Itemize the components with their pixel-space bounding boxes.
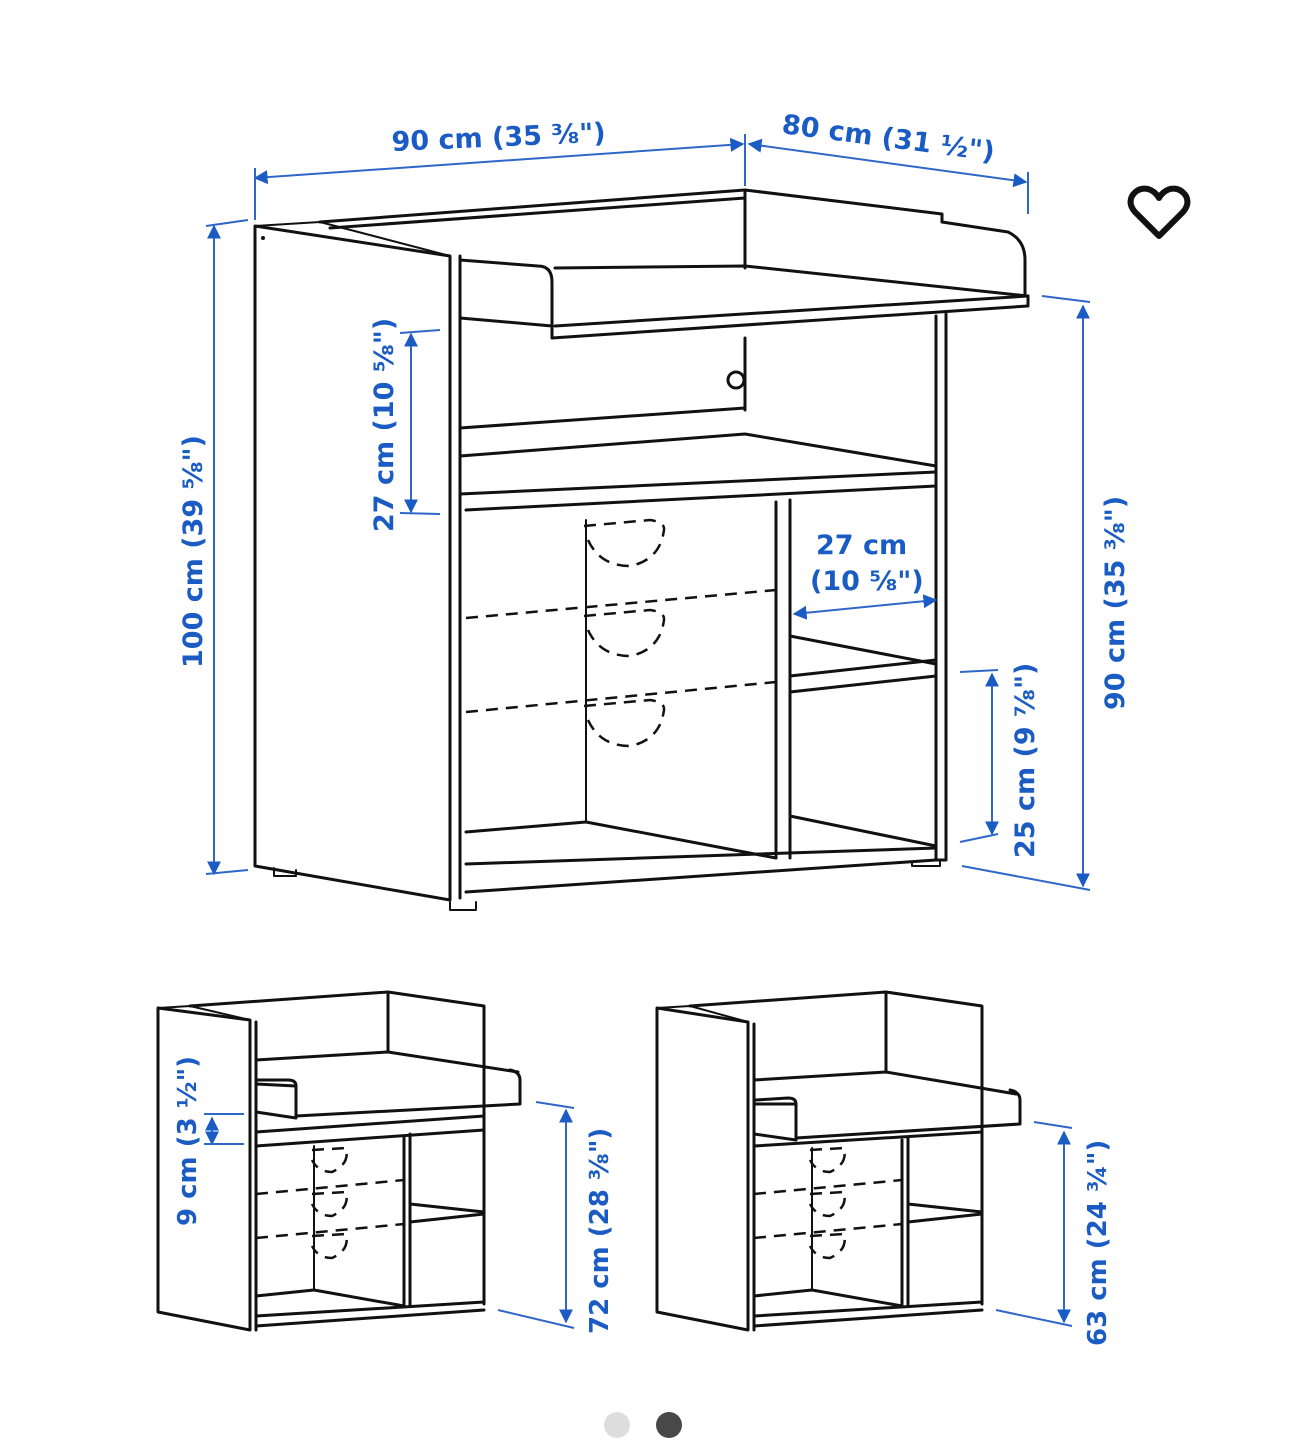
- heart-outline-icon: [1127, 185, 1191, 239]
- top-shelf-gap-label: 27 cm (10 ⅝"): [369, 318, 400, 532]
- variant-right-drawing: [655, 990, 1022, 1332]
- variant-left-dimensions: 9 cm (3 ½") 72 cm (28 ⅜"): [173, 1056, 615, 1334]
- total-height-label: 100 cm (39 ⅝"): [178, 435, 209, 668]
- changing-table-height-label: 90 cm (35 ⅜"): [1100, 496, 1131, 710]
- compartment-width-label: 27 cm: [816, 530, 907, 561]
- variant-left-drawing: [156, 990, 522, 1332]
- favorite-button[interactable]: [1126, 184, 1192, 242]
- compartment-width-imperial: (10 ⅝"): [810, 566, 924, 597]
- variant-right-dimensions: 63 cm (24 ¾"): [995, 1121, 1113, 1346]
- carousel-pager: [604, 1412, 682, 1438]
- width-label: 90 cm (35 ⅜"): [391, 118, 606, 158]
- variant-left-gap-label: 9 cm (3 ½"): [173, 1056, 203, 1226]
- variant-right-height-label: 63 cm (24 ¾"): [1083, 1140, 1113, 1346]
- carousel-dot-1[interactable]: [604, 1412, 630, 1438]
- lower-compartment-height-label: 25 cm (9 ⅞"): [1010, 663, 1041, 858]
- depth-label: 80 cm (31 ½"): [780, 109, 996, 168]
- carousel-dot-2-active[interactable]: [656, 1412, 682, 1438]
- main-unit-drawing: [253, 188, 1030, 911]
- variant-left-height-label: 72 cm (28 ⅜"): [585, 1128, 615, 1334]
